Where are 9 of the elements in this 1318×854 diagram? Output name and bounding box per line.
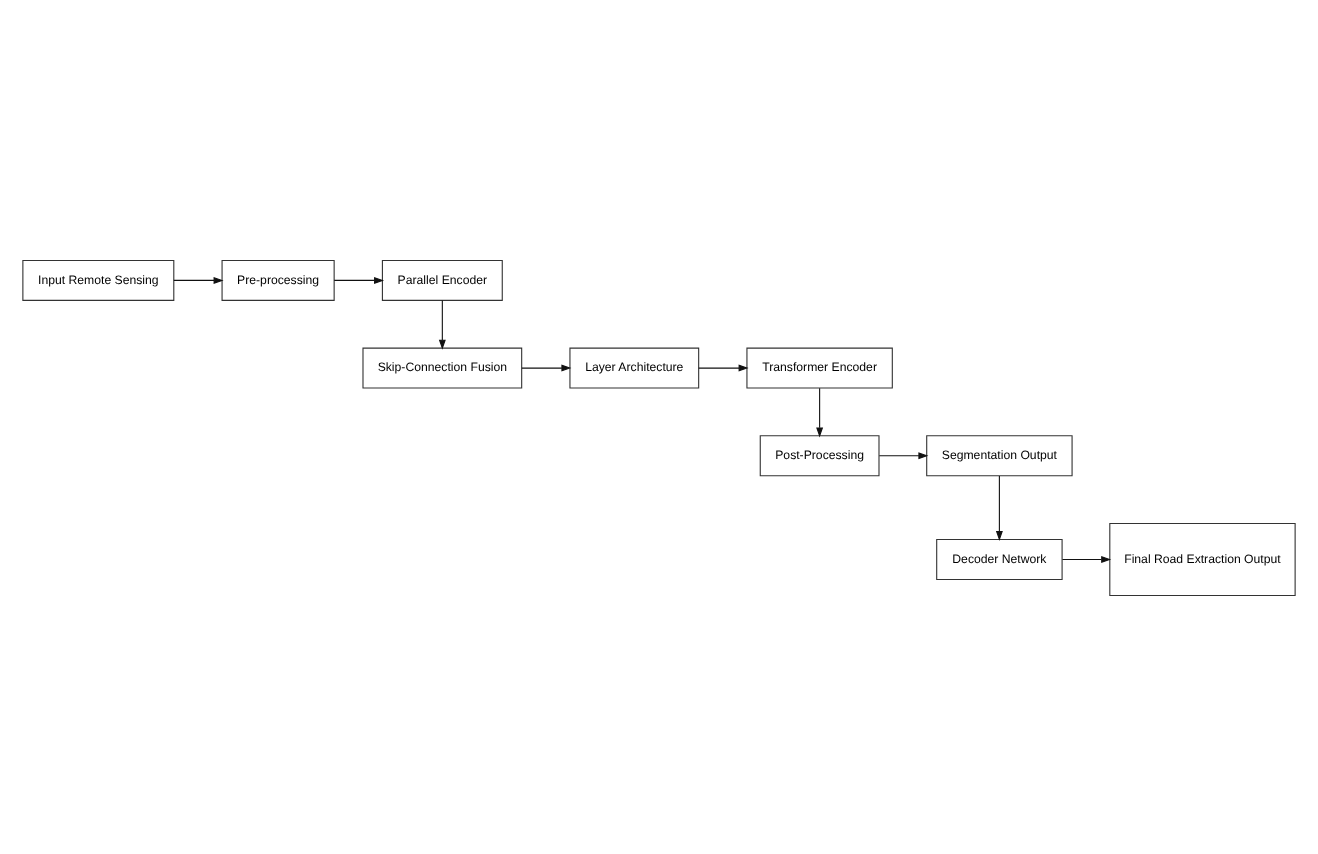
arrow [816, 386, 824, 437]
arrow [333, 275, 385, 283]
arrow [521, 363, 572, 371]
arrow [698, 363, 749, 371]
arrow [173, 275, 224, 283]
arrow [1061, 555, 1112, 562]
arrow [438, 298, 446, 349]
arrow [878, 451, 929, 459]
arrow [995, 474, 1003, 541]
